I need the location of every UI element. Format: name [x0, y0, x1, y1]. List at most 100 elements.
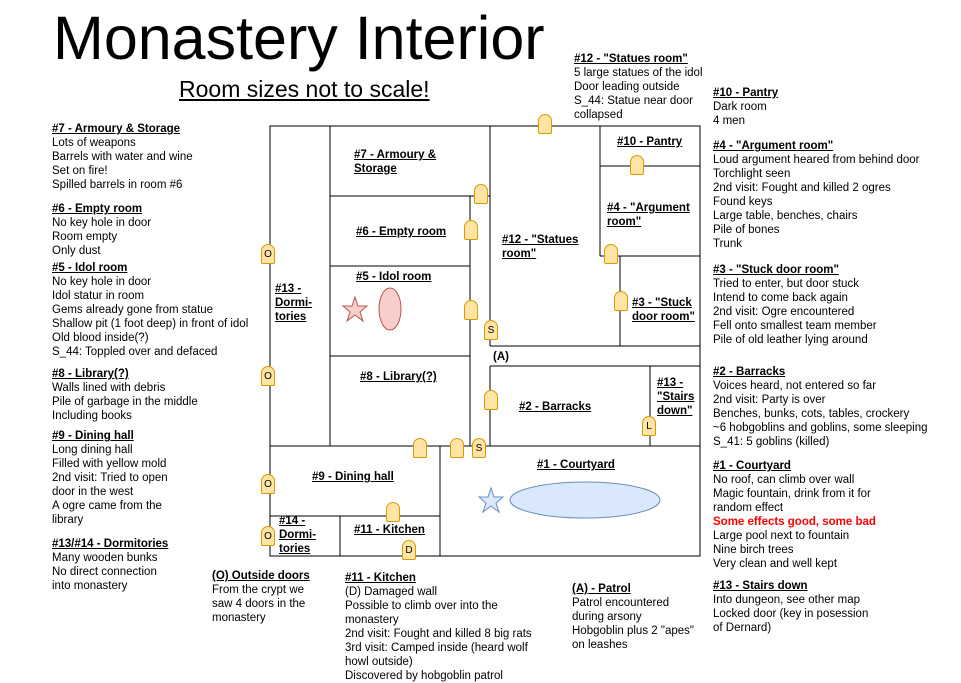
note-line: Discovered by hobgoblin patrol	[345, 670, 503, 682]
outside-door-icon: O	[261, 526, 275, 546]
note-line: of Dernard)	[713, 622, 772, 634]
patrol-marker: (A)	[493, 351, 509, 363]
note-room-4: #4 - "Argument room" Loud argument heare…	[713, 139, 920, 251]
note-line: 2nd visit: Ogre encountered	[713, 306, 855, 318]
note-room-8: #8 - Library(?) Walls lined with debris …	[52, 367, 198, 423]
room-label-2: #2 - Barracks	[519, 401, 592, 413]
note-line: S_44: Statue near door	[574, 95, 693, 107]
note-room-2: #2 - Barracks Voices heard, not entered …	[713, 365, 928, 449]
note-line: Found keys	[713, 196, 773, 208]
room-label-3: #3 - "Stuck door room"	[632, 297, 695, 323]
note-line: Into dungeon, see other map	[713, 594, 861, 606]
note-line: 3rd visit: Camped inside (heard wolf	[345, 642, 528, 654]
note-line: Long dining hall	[52, 444, 133, 456]
note-line: From the crypt we	[212, 584, 305, 596]
note-room-5: #5 - Idol room No key hole in door Idol …	[52, 261, 248, 359]
note-line: Magic fountain, drink from it for	[713, 488, 871, 500]
note-line: No key hole in door	[52, 276, 152, 288]
note-room-10: #10 - Pantry Dark room 4 men	[713, 86, 778, 128]
locked-door-icon: L	[642, 416, 656, 436]
note-heading: #6 - Empty room	[52, 203, 143, 215]
note-line: into monastery	[52, 580, 128, 592]
note-line: Only dust	[52, 245, 101, 257]
note-line: Pile of bones	[713, 224, 780, 236]
note-room-13-14: #13/#14 - Dormitories Many wooden bunks …	[52, 537, 168, 593]
note-line: random effect	[713, 502, 784, 514]
stuck-door-icon: S	[484, 320, 498, 340]
note-line: Benches, bunks, cots, tables, crockery	[713, 408, 910, 420]
door-icon	[464, 300, 478, 320]
note-heading: #5 - Idol room	[52, 262, 128, 274]
note-line: S_41: 5 goblins (killed)	[713, 436, 830, 448]
idol-star-icon	[341, 295, 369, 323]
damaged-wall-icon: D	[402, 540, 416, 560]
door-icon	[604, 244, 618, 264]
outside-door-icon: O	[261, 244, 275, 264]
note-line: Pile of old leather lying around	[713, 334, 868, 346]
note-outside-doors: (O) Outside doors From the crypt we saw …	[212, 569, 310, 625]
note-line: monastery	[212, 612, 266, 624]
note-line: Voices heard, not entered so far	[713, 380, 877, 392]
fountain-star-icon	[477, 486, 505, 514]
room-label-8: #8 - Library(?)	[360, 371, 437, 383]
room-label-13-dormitories: #13 - Dormi- tories	[275, 283, 313, 323]
monastery-outline	[269, 125, 701, 557]
room-label-12: #12 - "Statues room"	[502, 234, 579, 260]
idol-pit	[378, 287, 402, 331]
note-line: A ogre came from the	[52, 500, 162, 512]
note-line: Barrels with water and wine	[52, 151, 193, 163]
outside-door-icon: O	[261, 366, 275, 386]
note-line: Filled with yellow mold	[52, 458, 167, 470]
note-line: Many wooden bunks	[52, 552, 158, 564]
note-line: Patrol encountered	[572, 597, 670, 609]
door-icon	[630, 155, 644, 175]
room-label-6: #6 - Empty room	[356, 226, 447, 238]
note-room-9: #9 - Dining hall Long dining hall Filled…	[52, 429, 168, 527]
door-icon	[450, 438, 464, 458]
note-line: Fell onto smallest team member	[713, 320, 877, 332]
door-icon	[386, 502, 400, 522]
note-heading: #8 - Library(?)	[52, 368, 129, 380]
room-label-9: #9 - Dining hall	[312, 471, 394, 483]
note-line: Large pool next to fountain	[713, 530, 850, 542]
page-subtitle: Room sizes not to scale!	[179, 76, 430, 102]
note-room-13-stairs: #13 - Stairs down Into dungeon, see othe…	[713, 579, 868, 635]
note-line: Intend to come back again	[713, 292, 848, 304]
note-line: Tried to enter, but door stuck	[713, 278, 859, 290]
door-icon	[464, 220, 478, 240]
note-line: Hobgoblin plus 2 "apes"	[572, 625, 694, 637]
room-label-1: #1 - Courtyard	[537, 459, 615, 471]
outside-door-icon: O	[261, 474, 275, 494]
note-line: collapsed	[574, 109, 623, 121]
note-line: 4 men	[713, 115, 745, 127]
note-line: on leashes	[572, 639, 628, 651]
note-line: Possible to climb over into the	[345, 600, 498, 612]
note-line: 2nd visit: Party is over	[713, 394, 826, 406]
note-line: Door leading outside	[574, 81, 680, 93]
note-line: Room empty	[52, 231, 118, 243]
note-heading: #12 - "Statues room"	[574, 53, 688, 65]
page-title: Monastery Interior	[53, 4, 545, 72]
note-line: Very clean and well kept	[713, 558, 838, 570]
note-heading: #13/#14 - Dormitories	[52, 538, 169, 550]
note-heading: #11 - Kitchen	[345, 572, 416, 584]
note-line: 2nd visit: Tried to open	[52, 472, 168, 484]
note-heading: (O) Outside doors	[212, 570, 310, 582]
note-line: Nine birch trees	[713, 544, 794, 556]
note-heading: #1 - Courtyard	[713, 460, 791, 472]
door-icon	[484, 390, 498, 410]
note-patrol: (A) - Patrol Patrol encountered during a…	[572, 582, 694, 652]
stuck-door-icon: S	[472, 438, 486, 458]
note-line: Large table, benches, chairs	[713, 210, 858, 222]
door-icon	[538, 114, 552, 134]
room-label-11: #11 - Kitchen	[354, 524, 425, 536]
note-line: door in the west	[52, 486, 134, 498]
note-line: Locked door (key in posession	[713, 608, 869, 620]
note-line: Set on fire!	[52, 165, 108, 177]
note-room-12: #12 - "Statues room" 5 large statues of …	[574, 52, 703, 122]
note-room-11: #11 - Kitchen (D) Damaged wall Possible …	[345, 571, 532, 683]
note-line: Spilled barrels in room #6	[52, 179, 183, 191]
note-line: howl outside)	[345, 656, 413, 668]
note-line: library	[52, 514, 84, 526]
note-line: (D) Damaged wall	[345, 586, 438, 598]
